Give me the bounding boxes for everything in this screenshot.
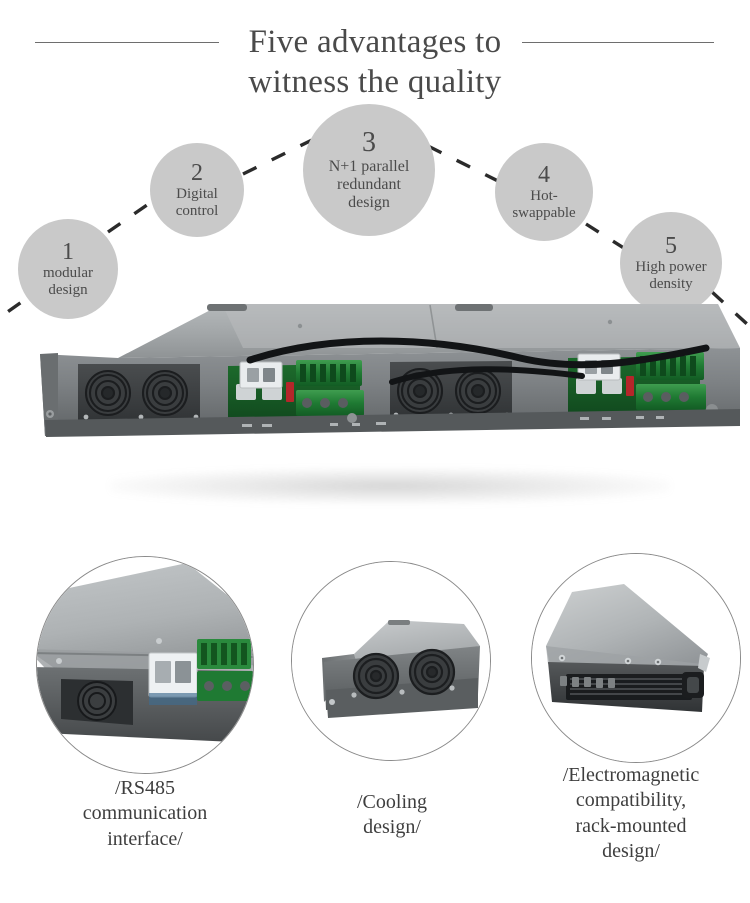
rs485-interface-photo	[37, 557, 253, 773]
advantage-number-4: 4	[538, 161, 550, 188]
front-indicator-slots	[560, 676, 615, 688]
top-handle-right	[455, 304, 493, 311]
page-title-line-1: Five advantages to	[248, 24, 502, 60]
connector-line-2	[242, 138, 313, 176]
advantage-number-1: 1	[62, 238, 74, 265]
feature-caption-rs485: /RS485 communication interface/	[20, 776, 270, 852]
fan-left-2	[141, 369, 189, 417]
feature-caption-cooling: /Cooling design/	[292, 790, 492, 841]
top-handle-left	[207, 304, 247, 311]
advantage-label-4-line-2: swappable	[512, 204, 576, 221]
rj45-port-left	[239, 361, 283, 389]
advantage-number-2: 2	[191, 159, 203, 186]
cooling-design-photo	[292, 562, 490, 760]
red-jack-left	[286, 382, 294, 402]
lid-handle	[388, 620, 410, 625]
page-title-line-2: witness the quality	[248, 64, 502, 100]
advantage-item-3[interactable]: 3 N+1 parallel redundant design	[303, 104, 435, 236]
red-jack-right	[626, 376, 634, 396]
feature-caption-emc-line-1: /Electromagnetic	[562, 764, 700, 786]
feature-photo-rs485[interactable]	[36, 556, 254, 774]
feature-caption-emc-line-3: rack-mounted	[575, 814, 687, 837]
cable-harness-lower	[389, 366, 585, 385]
cable-harness-upper	[246, 337, 710, 369]
advantage-number-5: 5	[665, 232, 677, 259]
emc-rack-mount-photo	[532, 554, 740, 762]
feature-photo-emc-rackmount[interactable]	[531, 553, 741, 763]
chassis-lid	[354, 620, 480, 666]
feature-caption-rs485-line-1: /RS485	[114, 777, 176, 799]
feature-photo-cooling[interactable]	[291, 561, 491, 761]
chassis-top-panel	[546, 584, 708, 668]
hero-drop-shadow	[110, 468, 670, 504]
advantage-label-3-line-1: N+1 parallel	[328, 157, 410, 175]
chassis-edge-highlight	[698, 654, 710, 672]
feature-caption-emc: /Electromagnetic compatibility, rack-mou…	[512, 763, 750, 865]
feature-caption-rs485-line-2: communication	[82, 802, 208, 825]
side-screw	[329, 699, 335, 705]
rack-power-supply-illustration	[40, 304, 740, 437]
advantage-label-2-line-2: control	[175, 202, 219, 219]
advantage-label-1-line-2: design	[48, 281, 88, 298]
advantage-label-5-line-2: density	[649, 275, 693, 292]
bottom-label-rail	[45, 409, 740, 437]
fan-right-2	[454, 367, 502, 415]
advantage-item-2[interactable]: 2 Digital control	[150, 143, 244, 237]
advantage-label-3-line-2: redundant	[337, 175, 401, 193]
advantages-diagram: 1 modular design 2 Digital control 3 N+1…	[0, 0, 750, 330]
advantage-label-4-line-1: Hot-	[530, 187, 558, 204]
advantage-label-5-line-1: High power	[635, 258, 707, 275]
banana-jack-right-1	[576, 378, 596, 394]
feature-caption-emc-line-4: design/	[602, 840, 660, 863]
connector-line-3	[427, 144, 501, 184]
advantage-label-2-line-1: Digital	[176, 185, 218, 202]
title-rule-left	[35, 42, 219, 43]
fan-left-1	[84, 369, 132, 417]
feature-caption-cooling-line-1: /Cooling	[356, 791, 427, 813]
title-rule-right	[522, 42, 714, 43]
advantage-item-1[interactable]: 1 modular design	[18, 219, 118, 319]
page-title: Five advantages to witness the quality	[0, 22, 750, 102]
ribbon-cable	[149, 693, 197, 705]
front-indicator-screw	[347, 413, 357, 423]
advantage-label-1-line-1: modular	[43, 264, 93, 281]
advantage-label-3-line-3: design	[348, 193, 390, 211]
feature-caption-rs485-line-3: interface/	[107, 827, 183, 850]
feature-caption-emc-line-2: compatibility,	[575, 789, 687, 812]
connector-line-1	[107, 194, 161, 234]
banana-jack-right-2	[602, 378, 622, 394]
advantage-item-5[interactable]: 5 High power density	[620, 212, 722, 314]
feature-caption-cooling-line-2: design/	[363, 816, 421, 839]
advantage-item-4[interactable]: 4 Hot- swappable	[495, 143, 593, 241]
connector-line-5	[710, 290, 750, 329]
panel-screw	[56, 658, 62, 664]
advantage-number-3: 3	[362, 127, 376, 159]
hero-product-image	[0, 296, 750, 526]
panel-screw-2	[156, 638, 162, 644]
